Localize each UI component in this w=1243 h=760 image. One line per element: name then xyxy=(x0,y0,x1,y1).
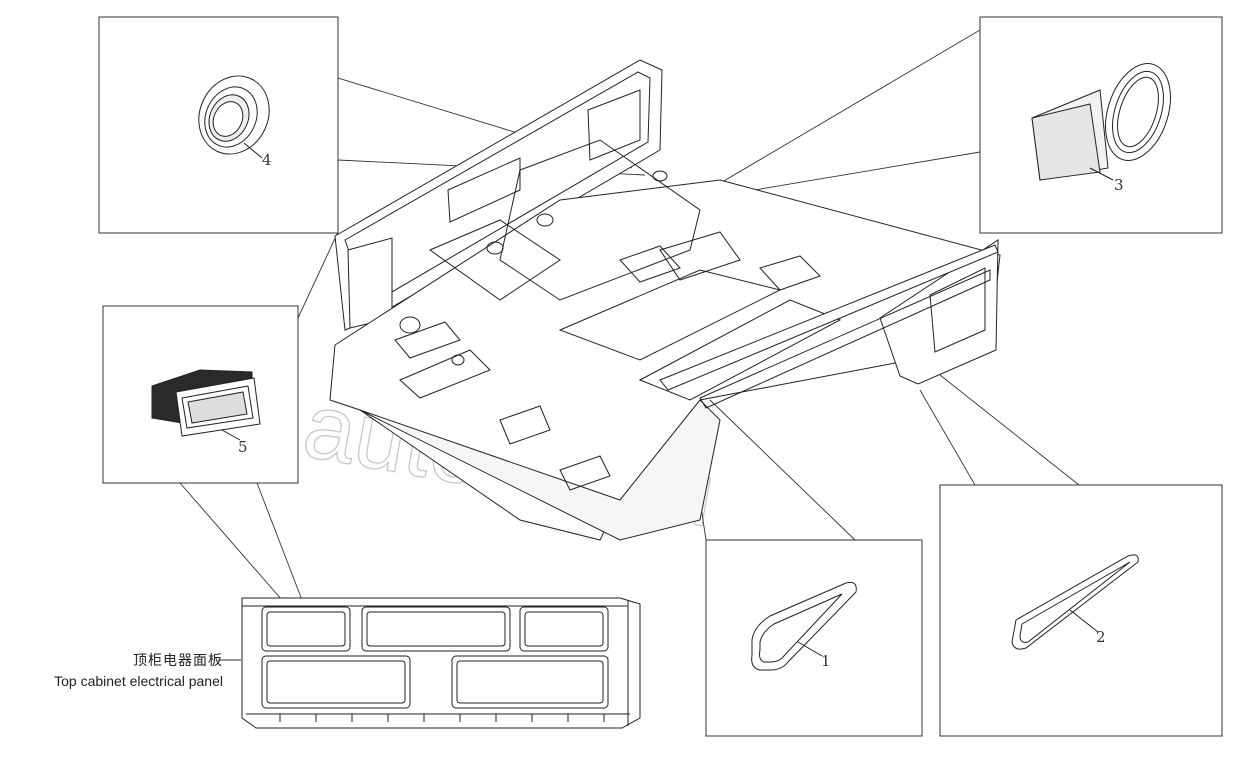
leader-3a xyxy=(711,17,981,189)
leader-5-panel-a xyxy=(179,482,283,601)
leader-1b xyxy=(709,399,922,541)
part-4-grommet: 4 xyxy=(198,75,272,169)
part-3-duct: 3 xyxy=(1031,63,1171,194)
panel-label-english: Top cabinet electrical panel xyxy=(54,673,223,689)
leader-5a xyxy=(297,231,339,319)
part-1-seal: 1 xyxy=(751,581,857,671)
callout-1: 1 xyxy=(821,652,831,670)
frame-part-1 xyxy=(705,539,923,737)
leader-5-panel-b xyxy=(256,482,303,601)
callout-4: 4 xyxy=(262,151,272,169)
part-2-seal: 2 xyxy=(1011,554,1139,650)
panel-bottom-tabs xyxy=(279,714,605,722)
callout-2: 2 xyxy=(1096,628,1106,646)
panel-label-chinese: 顶柜电器面板 xyxy=(133,653,223,669)
frame-part-2 xyxy=(939,484,1223,737)
callout-5: 5 xyxy=(238,438,248,456)
leader-2a xyxy=(919,389,976,486)
top-cabinet-panel xyxy=(241,597,641,729)
part-5-socket: 5 xyxy=(151,369,261,456)
callout-3: 3 xyxy=(1114,176,1124,194)
leader-2b xyxy=(939,374,1080,486)
main-body-structure xyxy=(329,59,1001,541)
